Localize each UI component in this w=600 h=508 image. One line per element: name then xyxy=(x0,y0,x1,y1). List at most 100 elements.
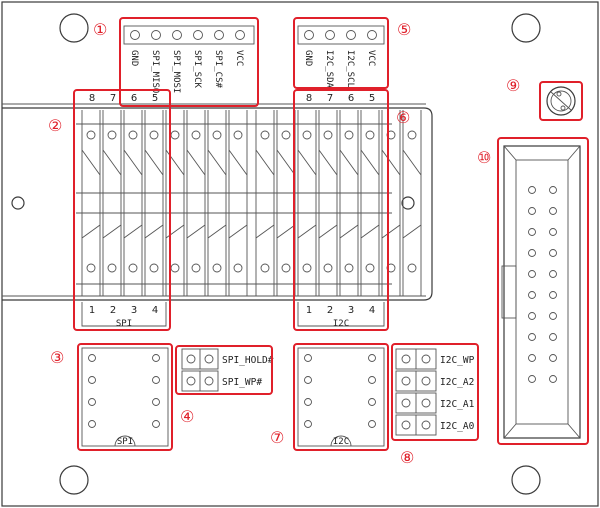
spi-header-pin-label: VCC xyxy=(234,50,244,66)
spi-socket-bottom-pin-number: 4 xyxy=(152,305,158,316)
i2c-header-pin-label: GND xyxy=(303,50,313,66)
marker-6: ⑥ xyxy=(396,108,410,127)
i2c-header-pin-label: I2C_SCL xyxy=(345,50,355,88)
spi-socket-bottom-pin-number: 3 xyxy=(131,305,137,316)
box-header-pin xyxy=(528,186,536,194)
zif-pin-bottom xyxy=(302,263,312,273)
zif-pin-bottom xyxy=(212,263,222,273)
spi-header-pin-label: SPI_CS# xyxy=(213,50,223,89)
spi-jumper-pin xyxy=(186,354,196,364)
highlight-spi-socket xyxy=(73,89,171,331)
highlight-spi-jumpers xyxy=(175,345,273,395)
highlight-spi-ic xyxy=(77,343,173,451)
zif-pin-top xyxy=(260,130,270,140)
zif-pin-bottom xyxy=(323,263,333,273)
i2c-header-pin xyxy=(346,30,356,40)
ic-pad xyxy=(368,354,376,362)
i2c-ic-footprint xyxy=(297,347,385,447)
box-header-pin xyxy=(549,270,557,278)
i2c-header-pin xyxy=(304,30,314,40)
ic-pad xyxy=(304,420,312,428)
zif-pin-top xyxy=(86,130,96,140)
spi-jumper-label: SPI_HOLD# xyxy=(222,355,274,366)
box-header-connector xyxy=(503,145,581,439)
zif-pin-bottom xyxy=(344,263,354,273)
spi-header-pin xyxy=(130,30,140,40)
zif-pin-bottom xyxy=(281,263,291,273)
i2c-header-pin-label: I2C_SDA xyxy=(324,50,334,89)
marker-3: ③ xyxy=(50,348,64,367)
zif-pin-top xyxy=(170,130,180,140)
zif-pin-bottom xyxy=(233,263,243,273)
i2c-header-pin xyxy=(367,30,377,40)
i2c-jumper-pin xyxy=(401,420,411,430)
spi-socket-top-pin-number: 8 xyxy=(89,93,95,104)
ic-pad xyxy=(368,420,376,428)
zif-pin-bottom xyxy=(170,263,180,273)
zif-pin-top xyxy=(128,130,138,140)
spi-socket-bottom-pin-number: 1 xyxy=(89,305,95,316)
i2c-jumper-pin xyxy=(421,354,431,364)
spi-socket-bottom-pin-number: 2 xyxy=(110,305,116,316)
i2c-socket-label: I2C xyxy=(333,319,349,329)
highlight-i2c-header xyxy=(293,17,389,89)
highlight-i2c-ic xyxy=(293,343,389,451)
marker-5: ⑤ xyxy=(397,20,411,39)
spi-jumper-pin xyxy=(186,376,196,386)
i2c-jumper-pin xyxy=(401,376,411,386)
mounting-hole-top-left xyxy=(59,13,89,43)
i2c-jumper-label: I2C_A2 xyxy=(440,377,474,388)
mounting-hole-bottom-left xyxy=(59,465,89,495)
marker-10: ⑩ xyxy=(477,148,491,167)
mounting-hole-top-right xyxy=(511,13,541,43)
zif-base-outline xyxy=(2,107,433,301)
i2c-socket-top-pin-number: 7 xyxy=(327,93,333,104)
i2c-socket-top-pin-number: 6 xyxy=(348,93,354,104)
spi-header-pin-label: SPI_SCK xyxy=(192,50,202,89)
spi-ic-label: SPI xyxy=(117,437,133,447)
box-header-pin xyxy=(549,249,557,257)
marker-8: ⑧ xyxy=(400,448,414,467)
ic-pad xyxy=(152,376,160,384)
highlight-spi-header xyxy=(119,17,259,107)
zif-pin-bottom xyxy=(86,263,96,273)
spi-socket-top-pin-number: 7 xyxy=(110,93,116,104)
box-header-pin xyxy=(528,333,536,341)
box-header-pin xyxy=(549,375,557,383)
highlight-led xyxy=(539,81,583,121)
zif-pin-bottom xyxy=(365,263,375,273)
i2c-header-pin xyxy=(325,30,335,40)
status-led xyxy=(546,86,576,116)
zif-screw-right xyxy=(401,196,415,210)
ic-pad xyxy=(152,354,160,362)
zif-pin-top xyxy=(191,130,201,140)
spi-jumper-pin xyxy=(204,354,214,364)
i2c-pin-header xyxy=(297,25,385,45)
box-header-pin xyxy=(528,207,536,215)
spi-jumper-pin xyxy=(204,376,214,386)
zif-pin-top xyxy=(107,130,117,140)
i2c-jumper-label: I2C_WP xyxy=(440,355,475,366)
spi-header-pin xyxy=(193,30,203,40)
i2c-socket-bottom-pin-number: 4 xyxy=(369,305,375,316)
zif-pin-top xyxy=(149,130,159,140)
spi-header-pin xyxy=(172,30,182,40)
ic-pad xyxy=(152,398,160,406)
zif-pin-top xyxy=(365,130,375,140)
box-header-pin xyxy=(528,291,536,299)
highlight-i2c-socket xyxy=(293,89,389,331)
marker-2: ② xyxy=(48,116,62,135)
spi-ic-footprint xyxy=(81,347,169,447)
ic-pad xyxy=(88,376,96,384)
zif-screw-left xyxy=(11,196,25,210)
zif-pin-bottom xyxy=(149,263,159,273)
zif-pin-bottom xyxy=(407,263,417,273)
marker-1: ① xyxy=(93,20,107,39)
ic-pad xyxy=(304,354,312,362)
zif-pin-top xyxy=(281,130,291,140)
box-header-pin xyxy=(528,354,536,362)
